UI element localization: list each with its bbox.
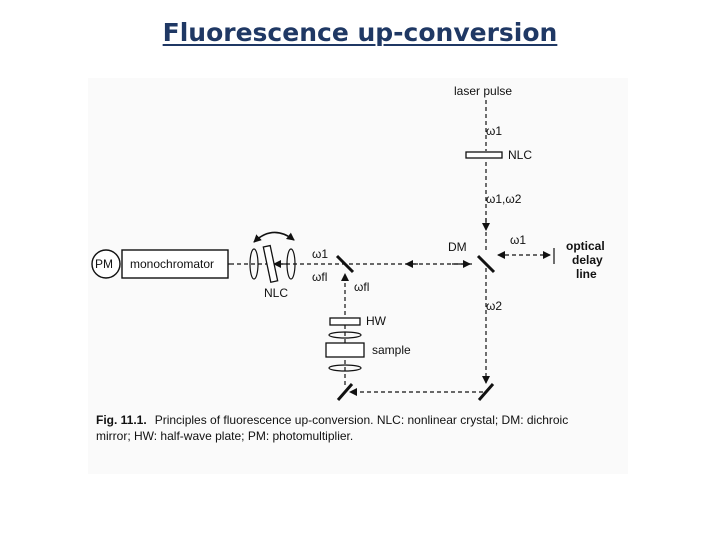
label-omega-fl-mid: ωfl — [354, 280, 369, 294]
slide-title: Fluorescence up-conversion — [0, 18, 720, 47]
label-omega1-right: ω1 — [510, 233, 526, 247]
figure-caption: Fig. 11.1.Principles of fluorescence up-… — [96, 412, 596, 444]
label-omega2: ω2 — [486, 299, 502, 313]
caption-text: Principles of fluorescence up-conversion… — [96, 413, 569, 443]
mirror-bottom-left — [336, 383, 354, 401]
label-monochromator: monochromator — [130, 257, 214, 271]
nlc-crystal-left — [262, 244, 279, 284]
label-laser-pulse: laser pulse — [454, 84, 512, 98]
setup-figure: laser pulse ω1 NLC ω1,ω2 DM ω1 optical d… — [88, 78, 628, 474]
sample-cell — [325, 342, 365, 358]
label-optical: optical — [566, 239, 605, 253]
caption-figure-label: Fig. 11.1. — [96, 413, 147, 427]
mirror-bottom-right — [477, 383, 495, 401]
label-nlc-top: NLC — [508, 148, 532, 162]
label-line: line — [576, 267, 597, 281]
rotation-arrow — [253, 231, 295, 243]
label-omega1-left: ω1 — [312, 247, 328, 261]
label-omega-fl-left: ωfl — [312, 270, 327, 284]
setup-diagram: laser pulse ω1 NLC ω1,ω2 DM ω1 optical d… — [91, 84, 605, 401]
label-dm: DM — [448, 240, 467, 254]
label-omega12: ω1,ω2 — [486, 192, 522, 206]
half-wave-plate — [329, 317, 361, 326]
lens-left — [249, 248, 259, 280]
mirror-left — [335, 254, 355, 274]
slide-title-text: Fluorescence up-conversion — [162, 18, 558, 47]
label-hw: HW — [366, 314, 387, 328]
label-nlc-left: NLC — [264, 286, 288, 300]
photomultiplier — [91, 249, 121, 279]
lens-lower — [328, 364, 362, 372]
label-omega1-top: ω1 — [486, 124, 502, 138]
dichroic-mirror — [476, 254, 496, 274]
lens-upper — [328, 331, 362, 339]
label-delay: delay — [572, 253, 603, 267]
label-pm: PM — [95, 257, 113, 271]
monochromator-box — [121, 249, 229, 279]
lens-right — [286, 248, 296, 280]
nlc-crystal-top — [465, 151, 503, 159]
label-sample: sample — [372, 343, 411, 357]
